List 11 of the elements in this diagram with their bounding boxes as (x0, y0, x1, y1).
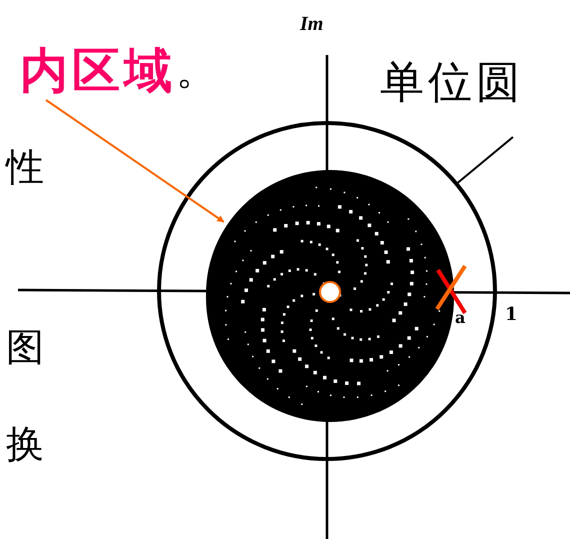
text-fragment: 图 (5, 328, 45, 366)
axis-label: Im (300, 14, 324, 34)
tick-label: 1 (505, 306, 518, 324)
point-label: a (455, 310, 466, 326)
text-fragment: 性 (4, 148, 45, 186)
punctuation-mark: 。 (176, 51, 216, 91)
leader-line (457, 136, 514, 184)
label-text: 内区域 (20, 47, 176, 95)
arrow (45, 99, 224, 223)
text-fragment: 换 (5, 425, 45, 463)
label-text: 单位圆 (380, 61, 524, 105)
